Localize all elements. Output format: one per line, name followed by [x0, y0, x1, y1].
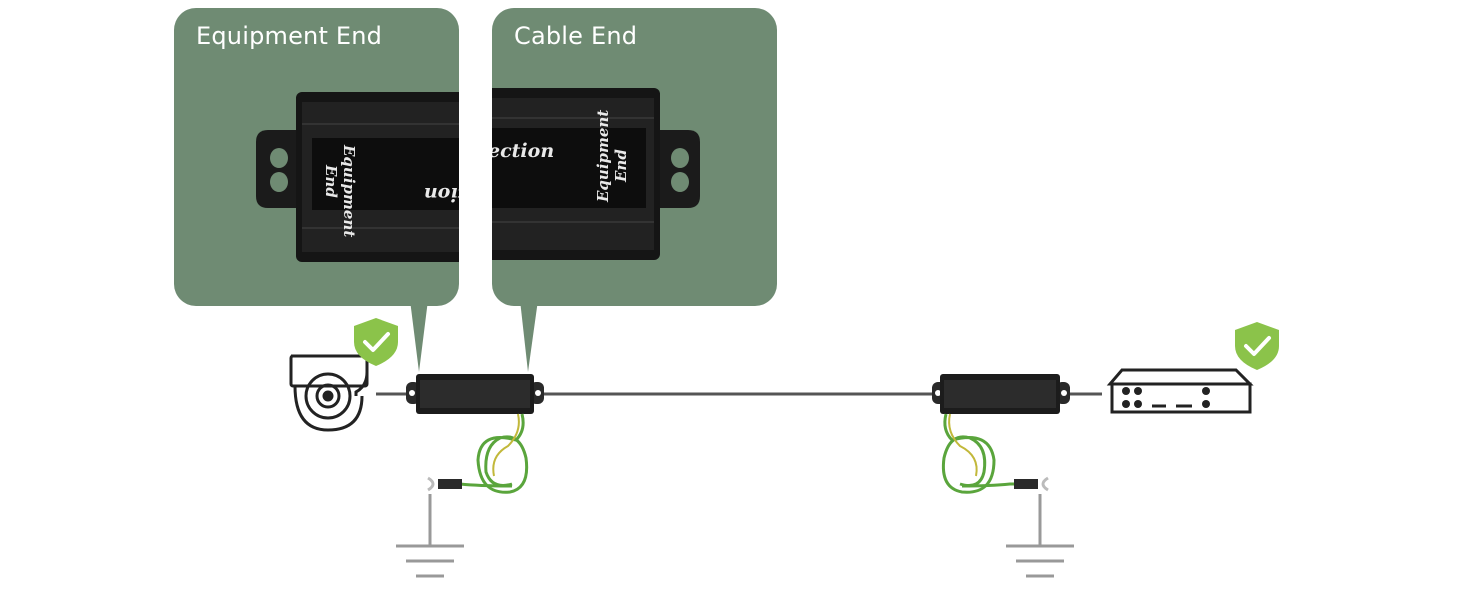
left-ground-wire [427, 413, 529, 494]
left-surge-protector [406, 374, 544, 414]
left-ground-symbol-icon [396, 494, 464, 578]
dome-camera-icon [289, 354, 369, 432]
closeup-left-label-2: End [322, 164, 340, 198]
right-surge-protector [932, 374, 1070, 414]
cable-end-title: Cable End [514, 22, 638, 50]
closeup-right-label-1: Equipment [594, 110, 612, 203]
cable-callout-pointer [520, 300, 538, 372]
closeup-bottom-text: ction [424, 183, 478, 205]
closeup-left-label-1: Equipment [340, 144, 358, 237]
network-recorder-icon [1106, 368, 1254, 414]
camera-shield-check-icon [354, 318, 398, 366]
cable-end-closeup: ection Equipment End [488, 88, 700, 260]
equipment-callout-pointer [410, 300, 428, 372]
right-ground-symbol-icon [1006, 494, 1074, 578]
equipment-end-closeup: Equipment End ction [256, 92, 478, 262]
recorder-shield-check-icon [1235, 322, 1279, 370]
closeup-right-label-2: End [612, 149, 630, 183]
right-ground-wire [941, 413, 1049, 494]
closeup-top-text: ection [488, 140, 554, 162]
equipment-end-title: Equipment End [196, 22, 383, 50]
